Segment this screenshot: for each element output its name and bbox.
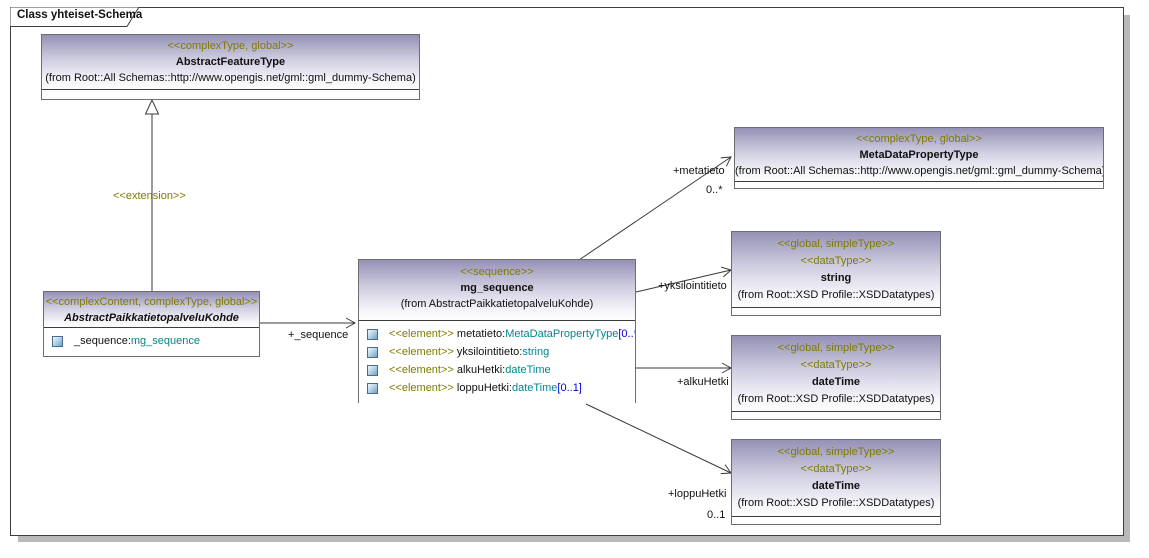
class-string[interactable]: <<global, simpleType>> <<dataType>> stri… (731, 231, 941, 316)
attribute-cardinality: [0..1] (557, 382, 582, 394)
class-origin: (from Root::XSD Profile::XSDDatatypes) (737, 497, 935, 509)
edge-yksilointitieto-line[interactable] (635, 266, 733, 293)
attribute-stereotype: <<element>> (389, 346, 454, 358)
attribute-name: loppuHetki: (456, 382, 512, 394)
empty-compartment (42, 89, 419, 99)
frame-tab: Class yhteiset-Schema (9, 6, 143, 27)
empty-compartment (732, 516, 940, 524)
generalization-arrowhead (144, 98, 160, 115)
class-metadatapropertytype[interactable]: <<complexType, global>> MetaDataProperty… (734, 127, 1104, 189)
edge-extension-label[interactable]: <<extension>> (113, 190, 186, 202)
attribute-row[interactable]: <<element>> metatieto:MetaDataPropertyTy… (359, 325, 635, 343)
edge-loppuhetki-label[interactable]: +loppuHetki (668, 488, 727, 500)
element-icon (367, 382, 378, 394)
class-stereotype: <<sequence>> (460, 266, 534, 278)
diagram-canvas: Class yhteiset-Schema <<complexType, glo… (9, 6, 1124, 536)
attribute-stereotype: <<element>> (389, 328, 454, 340)
frame-tab-shape (9, 6, 140, 27)
class-name: dateTime (811, 376, 861, 388)
element-icon (367, 364, 378, 376)
attribute-name: _sequence: (74, 335, 131, 347)
class-stereotype-2: <<dataType>> (800, 255, 872, 267)
class-stereotype-2: <<dataType>> (800, 463, 872, 475)
class-origin: (from AbstractPaikkatietopalveluKohde) (400, 298, 594, 310)
class-name: string (820, 272, 852, 284)
attribute-name: yksilointitieto: (456, 346, 523, 358)
class-origin: (from Root::XSD Profile::XSDDatatypes) (737, 393, 935, 405)
diagram-title: Class yhteiset-Schema (17, 9, 143, 21)
attribute-name: metatieto: (456, 328, 506, 340)
class-datetime-loppuhetki[interactable]: <<global, simpleType>> <<dataType>> date… (731, 439, 941, 525)
class-name: AbstractPaikkatietopalveluKohde (64, 312, 239, 324)
class-stereotype: <<global, simpleType>> (777, 446, 895, 458)
attribute-stereotype: <<element>> (389, 382, 454, 394)
class-datetime-alkuhetki[interactable]: <<global, simpleType>> <<dataType>> date… (731, 335, 941, 420)
element-icon (367, 346, 378, 358)
edge-metatieto-label[interactable]: +metatieto (673, 165, 725, 177)
class-abstractfeaturetype[interactable]: <<complexType, global>> AbstractFeatureT… (41, 34, 420, 100)
attribute-name: alkuHetki: (456, 364, 506, 376)
attribute-type: dateTime (511, 382, 558, 394)
edge-metatieto-cardinality[interactable]: 0..* (706, 184, 723, 196)
class-name: AbstractFeatureType (175, 56, 286, 68)
attribute-cardinality: [0..*] (618, 328, 635, 340)
attribute-type: string (522, 346, 550, 358)
edge-loppuhetki-line[interactable] (585, 403, 732, 475)
attribute-row[interactable]: <<element>> loppuHetki:dateTime[0..1] (359, 379, 635, 397)
edge-loppuhetki-cardinality[interactable]: 0..1 (707, 509, 726, 521)
connector-layer (144, 98, 733, 475)
element-icon (367, 328, 378, 340)
attribute-icon (52, 335, 63, 347)
class-origin: (from Root::All Schemas::http://www.open… (735, 165, 1103, 177)
class-stereotype: <<global, simpleType>> (777, 238, 895, 250)
edge-metatieto-line[interactable] (578, 156, 732, 261)
class-stereotype: <<complexType, global>> (856, 133, 982, 145)
class-name: dateTime (811, 480, 861, 492)
edge-sequence-label[interactable]: +_sequence (288, 329, 349, 341)
attribute-row[interactable]: <<element>> alkuHetki:dateTime (359, 361, 635, 379)
attribute-type: mg_sequence (130, 335, 200, 347)
attribute-row[interactable]: <<element>> yksilointitieto:string (359, 343, 635, 361)
class-stereotype: <<complexContent, complexType, global>> (45, 296, 258, 308)
attribute-stereotype: <<element>> (389, 364, 454, 376)
edge-yksilointitieto-label[interactable]: +yksilointitieto (658, 280, 727, 292)
class-stereotype: <<global, simpleType>> (777, 342, 895, 354)
attribute-type: MetaDataPropertyType (505, 328, 619, 340)
class-name: mg_sequence (460, 282, 534, 294)
attribute-row[interactable]: _sequence:mg_sequence (44, 332, 259, 350)
empty-compartment (732, 411, 940, 419)
class-name: MetaDataPropertyType (859, 149, 979, 161)
empty-compartment (735, 181, 1103, 188)
class-stereotype: <<complexType, global>> (167, 40, 294, 52)
attribute-type: dateTime (505, 364, 551, 376)
empty-compartment (732, 307, 940, 315)
class-mg-sequence[interactable]: <<sequence>> mg_sequence (from AbstractP… (358, 259, 636, 403)
class-abstractpaikkatietopalvelukohde[interactable]: <<complexContent, complexType, global>> … (43, 291, 260, 357)
edge-alkuhetki-label[interactable]: +alkuHetki (677, 376, 729, 388)
class-origin: (from Root::All Schemas::http://www.open… (45, 72, 416, 84)
class-origin: (from Root::XSD Profile::XSDDatatypes) (737, 289, 935, 301)
class-stereotype-2: <<dataType>> (800, 359, 872, 371)
